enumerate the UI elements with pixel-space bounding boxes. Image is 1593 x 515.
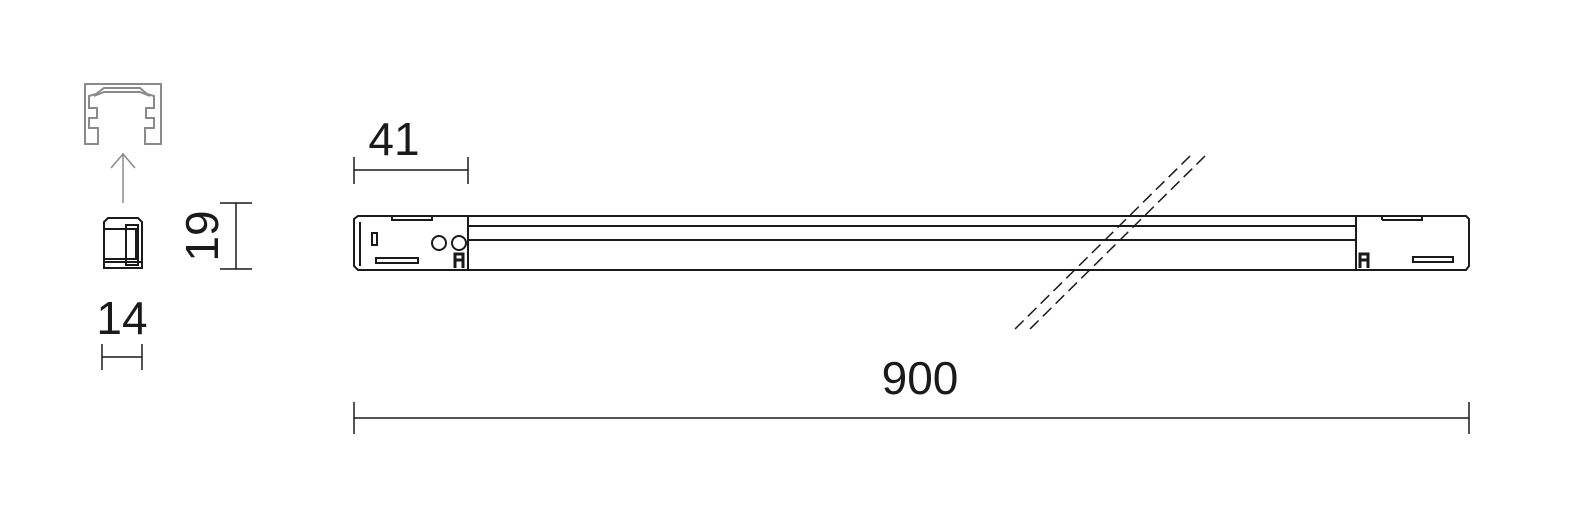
dimension-width: 14 <box>96 292 148 370</box>
dimension-total-label: 900 <box>882 352 959 404</box>
track-profile <box>84 83 162 145</box>
insert-arrow <box>110 152 136 203</box>
break-lines <box>1012 155 1206 332</box>
dimension-total-length: 900 <box>353 352 1470 434</box>
dimension-height: 19 <box>176 202 252 270</box>
track-bar-side-view <box>353 215 1470 271</box>
adapter-end-view <box>103 217 143 269</box>
dimension-height-label: 19 <box>176 210 228 261</box>
dimension-width-label: 14 <box>96 292 147 344</box>
dimension-endcap: 41 <box>353 113 469 184</box>
dimension-endcap-label: 41 <box>368 113 419 165</box>
